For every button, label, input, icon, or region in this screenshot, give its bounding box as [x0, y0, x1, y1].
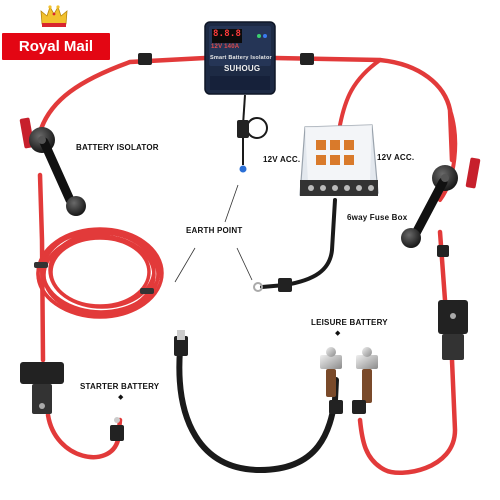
top-left-clip	[138, 53, 152, 65]
red-cable-left-bottom	[48, 415, 120, 457]
signal-ring-terminal	[240, 166, 247, 173]
six-way-fuse-box	[300, 125, 378, 196]
label-earth-point: EARTH POINT	[186, 226, 242, 235]
status-led-green	[257, 34, 261, 38]
label-fuse-box: 6way Fuse Box	[347, 213, 407, 222]
signal-fuse-holder	[237, 120, 249, 138]
black-cable-loop	[180, 350, 280, 400]
battery-clamps	[320, 347, 378, 403]
black-cable-earth	[262, 200, 335, 287]
black-ring-lug	[177, 330, 185, 340]
earth-pointer-left	[175, 248, 195, 282]
top-right-clip	[300, 53, 314, 65]
starter-fuse-holder	[20, 362, 64, 414]
red-cable-fuse-feed	[340, 60, 380, 125]
label-battery-isolator: BATTERY ISOLATOR	[76, 143, 159, 152]
isolator-rating: 12V 140A	[211, 44, 239, 50]
red-cable-right-down	[440, 232, 445, 300]
signal-wire-loop	[247, 118, 267, 138]
isolator-display: 8.8.8	[213, 29, 241, 39]
leisure-fuse-holder	[438, 300, 468, 360]
earth-pointer-up	[225, 185, 238, 222]
black-cable-leisure	[179, 350, 336, 470]
label-12v-acc-right: 12V ACC.	[377, 153, 414, 162]
starter-marker-icon: ◆	[118, 393, 123, 401]
isolator-title: Smart Battery Isolator	[210, 55, 272, 61]
coil-tie-left	[34, 262, 48, 268]
leisure-red-clip	[352, 400, 366, 414]
label-leisure-battery: LEISURE BATTERY	[311, 318, 388, 327]
status-led-blue	[263, 34, 267, 38]
coil-tie-right	[140, 288, 154, 294]
red-cable-right-bottom	[360, 360, 455, 473]
starter-clip	[110, 425, 124, 441]
isolator-brand: SUHOUG	[224, 64, 260, 73]
leisure-marker-icon: ◆	[335, 329, 340, 337]
starter-ring-terminal	[114, 417, 120, 423]
label-starter-battery: STARTER BATTERY	[80, 382, 159, 391]
red-cable-top-left	[40, 58, 205, 132]
earth-pointer-right	[237, 248, 252, 280]
coiled-red-cable	[38, 229, 162, 317]
left-battery-isolator-switch	[19, 117, 86, 216]
earth-cable-clip	[278, 278, 292, 292]
label-12v-acc-left: 12V ACC.	[263, 155, 300, 164]
leisure-clip	[329, 400, 343, 414]
